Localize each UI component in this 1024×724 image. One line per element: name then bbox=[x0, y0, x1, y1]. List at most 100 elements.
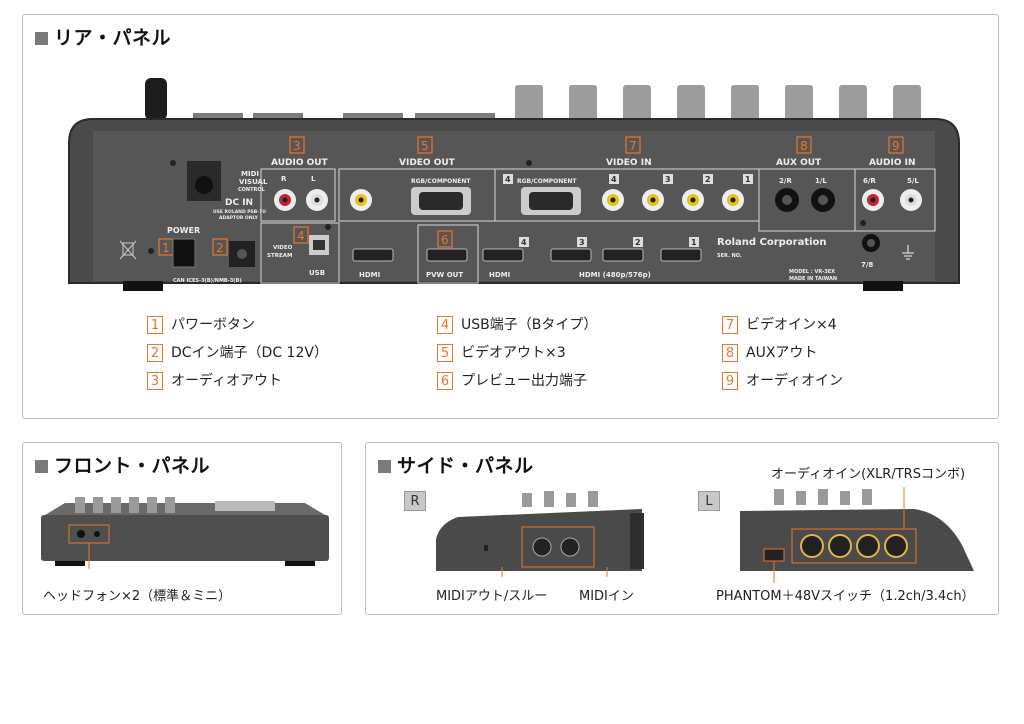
rear-panel-title: リア・パネル bbox=[35, 23, 171, 50]
legend-number: 2 bbox=[147, 344, 163, 362]
hdmi-out bbox=[352, 248, 394, 262]
front-panel-section: フロント・パネル ヘッドフォン×2（標準＆ミニ） bbox=[22, 442, 342, 615]
svg-text:CONTROL: CONTROL bbox=[238, 187, 266, 193]
side-right-device-image bbox=[436, 491, 644, 577]
svg-text:6: 6 bbox=[441, 233, 449, 247]
callout-8: 8 bbox=[796, 136, 812, 154]
legend-text: ビデオアウト×3 bbox=[461, 345, 566, 361]
weee-icon bbox=[119, 240, 137, 260]
legend-text: パワーボタン bbox=[171, 317, 255, 333]
callout-9: 9 bbox=[888, 136, 904, 154]
caption-midi-in: MIDIイン bbox=[579, 589, 634, 604]
phantom-switch bbox=[763, 548, 785, 562]
legend-number: 4 bbox=[437, 316, 453, 334]
caption-phantom-switch: PHANTOM＋48Vスイッチ（1.2ch/3.4ch） bbox=[716, 589, 975, 604]
svg-text:SER. NO.: SER. NO. bbox=[717, 253, 742, 259]
svg-text:1/L: 1/L bbox=[815, 177, 827, 185]
svg-text:HDMI (480p/576p): HDMI (480p/576p) bbox=[579, 271, 651, 279]
legend-number: 6 bbox=[437, 372, 453, 390]
legend-number: 5 bbox=[437, 344, 453, 362]
top-knobs bbox=[515, 85, 921, 123]
legend-item: 4 USB端子（Bタイプ） bbox=[437, 315, 597, 335]
headphone-jack-mini bbox=[94, 531, 100, 537]
front-face bbox=[41, 515, 329, 561]
title-square-icon bbox=[378, 460, 391, 473]
label-aux-out: AUX OUT bbox=[776, 158, 822, 168]
front-device-image bbox=[41, 497, 329, 569]
legend-item: 6 プレビュー出力端子 bbox=[437, 371, 587, 391]
label-audio-out: AUDIO OUT bbox=[271, 158, 329, 168]
side-panel-title: サイド・パネル bbox=[378, 451, 534, 478]
caption-headphones: ヘッドフォン×2（標準＆ミニ） bbox=[43, 589, 232, 604]
rear-device-image: AUDIO OUT VIDEO OUT VIDEO IN AUX OUT AUD… bbox=[68, 78, 960, 291]
tag-left-side: L bbox=[698, 491, 720, 511]
caption-midi-out-thru: MIDIアウト/スルー bbox=[436, 589, 548, 604]
legend-number: 9 bbox=[722, 372, 738, 390]
svg-text:4: 4 bbox=[505, 175, 511, 184]
callout-3: 3 bbox=[289, 136, 305, 154]
svg-text:VIDEO: VIDEO bbox=[273, 245, 293, 251]
svg-text:HDMI: HDMI bbox=[489, 271, 510, 279]
svg-text:MIDI: MIDI bbox=[241, 170, 259, 178]
svg-text:9: 9 bbox=[892, 139, 900, 153]
svg-text:CAN ICES-3(B)/NMB-3(B): CAN ICES-3(B)/NMB-3(B) bbox=[173, 278, 242, 284]
legend-text: ビデオイン×4 bbox=[746, 317, 837, 333]
legend-number: 7 bbox=[722, 316, 738, 334]
callout-6: 6 bbox=[437, 230, 453, 248]
label-audio-in: AUDIO IN bbox=[869, 158, 915, 168]
composite-in-jacks bbox=[602, 189, 744, 211]
label-power: POWER bbox=[167, 226, 200, 235]
midi-panel bbox=[521, 526, 595, 568]
callout-7: 7 bbox=[625, 136, 641, 154]
front-title-text: フロント・パネル bbox=[54, 455, 211, 477]
svg-text:USB: USB bbox=[309, 269, 325, 277]
side-title-text: サイド・パネル bbox=[397, 455, 534, 477]
side-left-device-image bbox=[740, 487, 974, 583]
midi-in-port bbox=[560, 537, 580, 557]
title-square-icon bbox=[35, 32, 48, 45]
headphone-jack-std bbox=[77, 530, 85, 538]
svg-text:7: 7 bbox=[629, 139, 637, 153]
label-roland: Roland Corporation bbox=[717, 237, 827, 248]
legend-item: 8 AUXアウト bbox=[722, 343, 817, 363]
caption-audio-in-combo: オーディオイン(XLR/TRSコンボ) bbox=[771, 467, 966, 482]
svg-text:2: 2 bbox=[216, 241, 224, 255]
svg-text:USE ROLAND PSB-7U: USE ROLAND PSB-7U bbox=[213, 209, 266, 215]
legend-item: 9 オーディオイン bbox=[722, 371, 843, 391]
svg-text:4: 4 bbox=[521, 238, 527, 247]
svg-text:1: 1 bbox=[691, 238, 697, 247]
svg-text:PVW OUT: PVW OUT bbox=[426, 271, 463, 279]
legend-text: USB端子（Bタイプ） bbox=[461, 317, 598, 333]
legend-text: オーディオイン bbox=[746, 373, 844, 389]
svg-text:HDMI: HDMI bbox=[359, 271, 380, 279]
svg-text:2/R: 2/R bbox=[779, 177, 792, 185]
callout-2: 2 bbox=[212, 238, 228, 256]
svg-text:6/R: 6/R bbox=[863, 177, 876, 185]
front-panel-title: フロント・パネル bbox=[35, 451, 210, 478]
label-video-out: VIDEO OUT bbox=[399, 158, 456, 168]
tag-right-side: R bbox=[404, 491, 426, 511]
legend-item: 7 ビデオイン×4 bbox=[722, 315, 837, 335]
legend-text: プレビュー出力端子 bbox=[461, 373, 587, 389]
svg-text:R: R bbox=[281, 175, 287, 183]
svg-text:MODEL : VR-3EX: MODEL : VR-3EX bbox=[789, 269, 835, 275]
hdmi-pvw-out bbox=[426, 248, 468, 262]
top-knob-left bbox=[145, 78, 167, 120]
legend-number: 1 bbox=[147, 316, 163, 334]
hdmi-in-ports bbox=[482, 248, 702, 262]
svg-text:1: 1 bbox=[745, 175, 751, 184]
legend-item: 2 DCイン端子（DC 12V） bbox=[147, 343, 328, 363]
callout-4: 4 bbox=[293, 226, 309, 244]
label-dc-in: DC IN bbox=[225, 198, 253, 208]
svg-text:STREAM: STREAM bbox=[267, 253, 292, 259]
legend-text: AUXアウト bbox=[746, 345, 818, 361]
legend-text: DCイン端子（DC 12V） bbox=[171, 345, 328, 361]
svg-text:4: 4 bbox=[297, 229, 305, 243]
svg-text:5: 5 bbox=[421, 139, 429, 153]
svg-text:3: 3 bbox=[293, 139, 301, 153]
side-panel-section: サイド・パネル オーディオイン(XLR/TRSコンボ) R L MIDIアウト/… bbox=[365, 442, 999, 615]
legend-number: 8 bbox=[722, 344, 738, 362]
svg-text:5/L: 5/L bbox=[907, 177, 919, 185]
svg-text:4: 4 bbox=[611, 175, 617, 184]
